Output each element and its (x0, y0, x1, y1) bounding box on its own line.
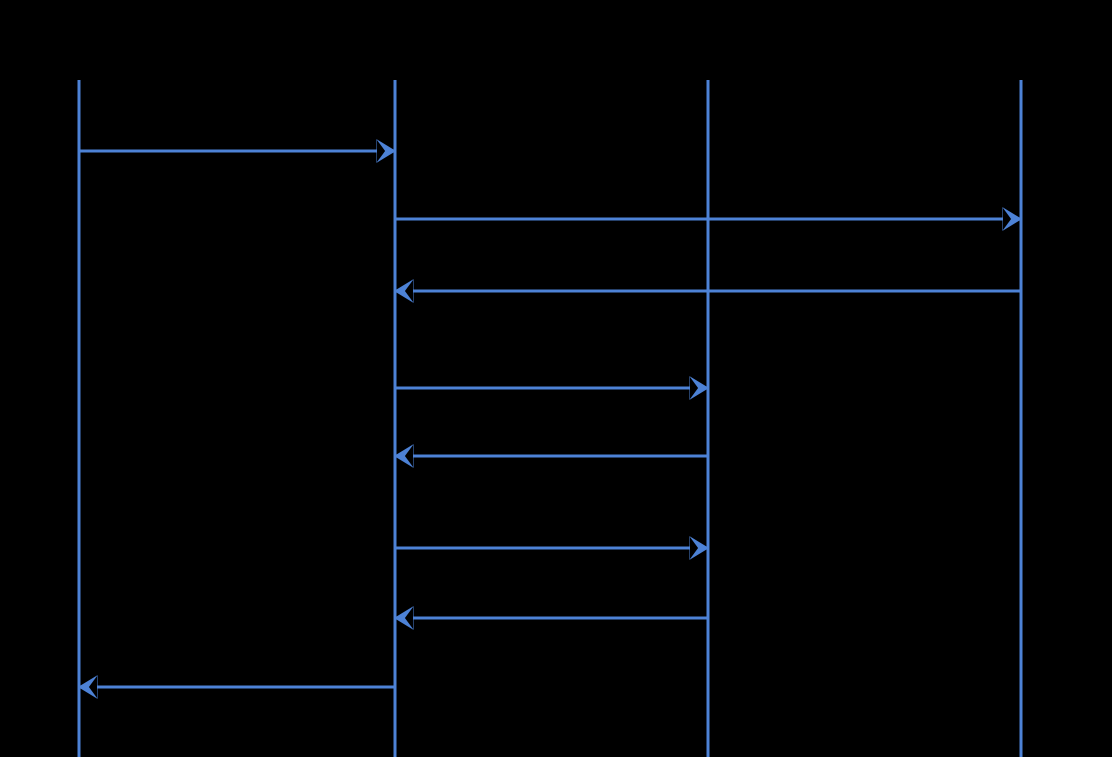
message-8[interactable] (78, 675, 395, 699)
message-arrowhead-notch-7 (404, 607, 413, 629)
message-arrowhead-notch-4 (690, 377, 699, 399)
message-2[interactable] (395, 207, 1022, 231)
message-arrowhead-notch-3 (404, 280, 413, 302)
message-1[interactable] (79, 139, 396, 163)
message-6[interactable] (395, 536, 709, 560)
message-3[interactable] (394, 279, 1021, 303)
messages-layer (78, 139, 1022, 699)
message-4[interactable] (395, 376, 709, 400)
message-arrowhead-notch-1 (377, 140, 386, 162)
message-5[interactable] (394, 444, 708, 468)
message-arrowhead-notch-5 (404, 445, 413, 467)
message-arrowhead-notch-8 (88, 676, 97, 698)
message-7[interactable] (394, 606, 708, 630)
lifelines-layer (77, 80, 1023, 757)
message-arrowhead-notch-6 (690, 537, 699, 559)
message-arrowhead-notch-2 (1003, 208, 1012, 230)
